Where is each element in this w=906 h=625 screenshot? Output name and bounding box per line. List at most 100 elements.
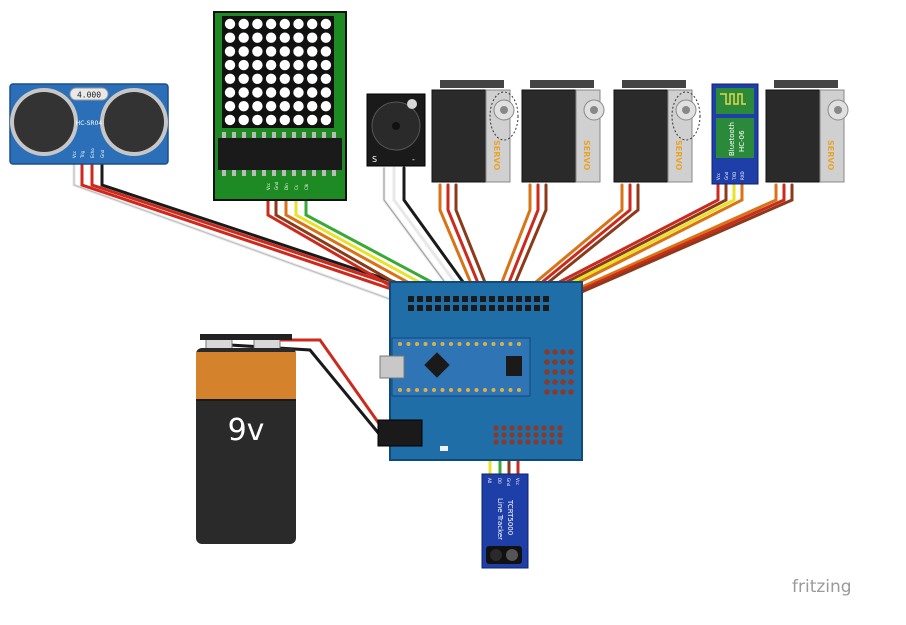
matrix-led [265, 32, 277, 43]
matrix-led [238, 101, 249, 112]
matrix-led [252, 59, 263, 71]
matrix-led [238, 114, 249, 126]
nano-pin [415, 342, 419, 346]
header-pin [480, 305, 486, 311]
header-pin [560, 379, 566, 385]
nano-pin [415, 388, 419, 392]
header-pin [498, 296, 504, 302]
matrix-led [238, 87, 249, 98]
ultrasonic-pin-trig: Trig [80, 150, 85, 159]
matrix-led [293, 73, 304, 85]
chip-pin [332, 170, 336, 176]
servo-1: SERVO [431, 80, 519, 183]
matrix-led [279, 114, 290, 126]
matrix-led [238, 73, 249, 85]
chip-pin [282, 132, 286, 138]
header-pin [525, 296, 531, 302]
header-pin [426, 305, 432, 311]
matrix-led [265, 87, 277, 98]
header-pin [568, 389, 574, 395]
bluetooth-pin-txd: TXD [732, 172, 737, 181]
nano-pin [398, 388, 402, 392]
bluetooth-pin-labels: Vcc Gnd TXD RXD [716, 171, 745, 181]
shield-right-headers [544, 349, 574, 395]
nano-pin [517, 388, 521, 392]
wire-servo2-a [493, 183, 532, 302]
header-pin [516, 305, 522, 311]
nano-pin [500, 342, 504, 346]
bluetooth-label-line2: HC-06 [738, 130, 746, 152]
matrix-led [320, 73, 332, 85]
nano-pin [508, 342, 513, 346]
header-pin [552, 369, 558, 375]
matrix-pin-cs: Cs [294, 185, 299, 190]
matrix-pin-labels: Vcc Gnd Din Cs Clk [266, 181, 309, 190]
header-pin [557, 425, 563, 431]
fritzing-watermark: fritzing [792, 577, 852, 597]
header-pin [493, 425, 499, 431]
servo-1-label: SERVO [492, 140, 501, 170]
ultrasonic-pin-echo: Echo [90, 148, 95, 158]
nano-pin [406, 342, 411, 346]
matrix-led [224, 101, 236, 112]
matrix-led [307, 101, 318, 112]
wire-servo3-b [516, 183, 632, 304]
header-pin [560, 349, 566, 355]
header-pin [552, 359, 558, 365]
bluetooth-label-line1: Bluetooth [728, 122, 736, 156]
matrix-pin-gnd: Gnd [274, 181, 279, 190]
matrix-led [238, 18, 249, 30]
chip-pin [292, 132, 296, 138]
arduino-shield [377, 281, 583, 461]
matrix-led [307, 32, 318, 43]
header-pin [549, 432, 555, 438]
header-pin [435, 305, 441, 311]
header-pin [516, 296, 522, 302]
wire-ultrasonic-echo [90, 158, 447, 304]
matrix-led [279, 73, 290, 85]
wire-servo2-b [500, 183, 540, 302]
shield-top-headers [408, 296, 549, 311]
ultrasonic-model-text: HC-SR04 [76, 120, 103, 127]
header-pin [435, 296, 441, 302]
matrix-led [307, 18, 318, 30]
header-pin [444, 296, 450, 302]
nano-pin [491, 388, 496, 392]
bluetooth-module: Bluetooth HC-06 Vcc Gnd TXD RXD [711, 83, 759, 185]
wire-bt-rxd [532, 183, 744, 307]
bluetooth-pin-gnd: Gnd [724, 171, 729, 180]
buzzer-module: S - [366, 93, 426, 167]
matrix-led [224, 46, 236, 57]
wire-bt-gnd [520, 183, 728, 307]
matrix-led [320, 32, 332, 43]
nano-pin [457, 342, 462, 346]
matrix-led [293, 46, 304, 57]
matrix-led [252, 114, 263, 126]
header-pin [507, 305, 513, 311]
chip-pin [272, 132, 276, 138]
header-pin [493, 432, 499, 438]
header-pin [560, 389, 566, 395]
header-pin [543, 305, 549, 311]
matrix-led [265, 46, 277, 57]
matrix-led [320, 18, 332, 30]
matrix-led [238, 59, 249, 71]
matrix-led [293, 18, 304, 30]
chip-pin [322, 170, 326, 176]
matrix-led [252, 46, 263, 57]
wire-ultrasonic-gnd [100, 158, 457, 304]
wire-servo1-c [454, 183, 494, 302]
battery-label-band [196, 352, 296, 400]
ultrasonic-pin-gnd: Gnd [100, 149, 105, 158]
servo-3: SERVO [613, 80, 701, 183]
wire-ultrasonic-trig [80, 158, 432, 304]
header-pin [408, 296, 414, 302]
header-pin [507, 296, 513, 302]
nano-pin [474, 342, 479, 346]
matrix-led [265, 101, 277, 112]
chip-pin [242, 132, 246, 138]
header-pin [544, 379, 550, 385]
header-pin [489, 305, 495, 311]
wire-buzzer-minus [402, 166, 478, 302]
